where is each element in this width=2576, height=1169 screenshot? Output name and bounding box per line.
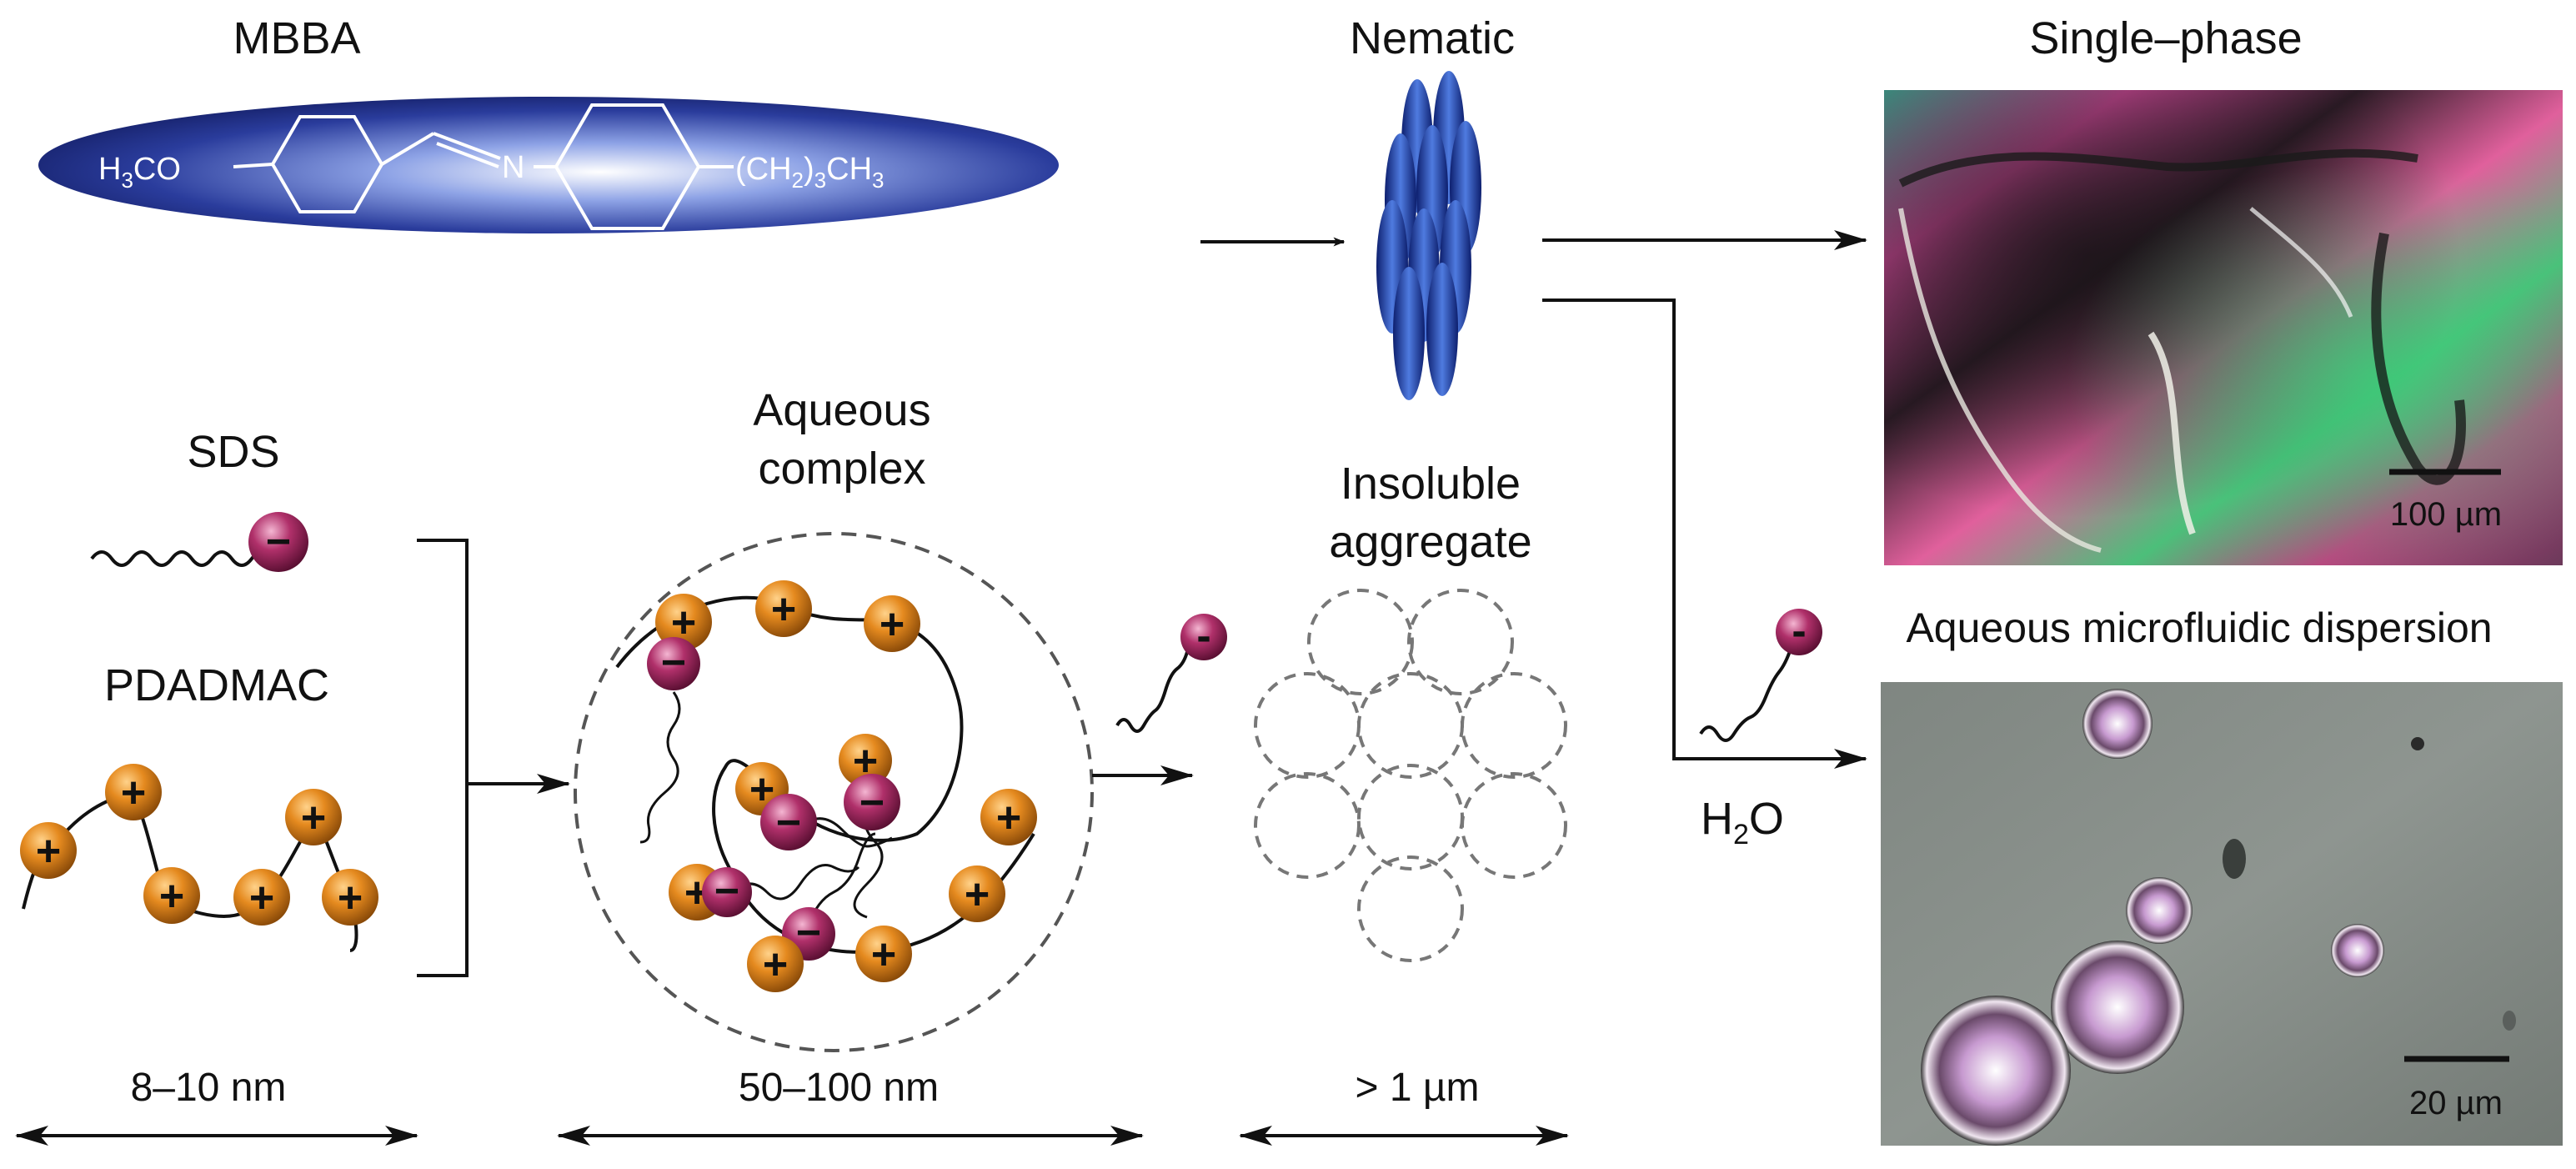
plus-bead: + xyxy=(949,865,1005,922)
sds-molecule: − xyxy=(90,512,308,572)
plus-bead: + xyxy=(20,822,77,879)
svg-text:+: + xyxy=(36,827,61,875)
svg-text:+: + xyxy=(301,794,326,842)
svg-text:+: + xyxy=(871,931,896,979)
svg-text:+: + xyxy=(771,585,796,634)
svg-text:+: + xyxy=(763,941,788,989)
svg-text:−: − xyxy=(776,799,801,847)
butyl-group: (CH2)3CH3 xyxy=(735,152,885,193)
mbba-label: MBBA xyxy=(233,13,360,63)
bond-line xyxy=(233,163,273,168)
minus-head: − xyxy=(702,867,752,917)
svg-text:+: + xyxy=(996,794,1021,842)
plus-bead: + xyxy=(233,869,290,926)
arrow-to-dispersion xyxy=(1542,299,1867,769)
complex-boundary xyxy=(574,532,1094,1052)
svg-text:+: + xyxy=(965,870,990,919)
plus-bead: + xyxy=(747,936,804,992)
aqueous-complex: + − + + + + − − + − − + + + + xyxy=(574,532,1094,1052)
insoluble-label-1: Insoluble xyxy=(1341,459,1521,509)
aqueous-label-1: Aqueous xyxy=(753,385,930,435)
svg-text:−: − xyxy=(661,639,686,687)
svg-text:−: − xyxy=(714,867,739,916)
nitrogen-atom: N xyxy=(502,150,524,185)
pdadmac-polymer: + + + + + + xyxy=(20,764,378,952)
plus-bead: + xyxy=(755,580,812,637)
plus-bead: + xyxy=(855,926,912,982)
single-phase-label: Single–phase xyxy=(2029,13,2302,63)
methoxy-group: H3CO xyxy=(98,152,181,193)
minus-head: − xyxy=(844,774,900,830)
plus-bead: + xyxy=(322,869,378,926)
water-label: H2O xyxy=(1701,794,1784,850)
scale-bar-bottom: 20 µm xyxy=(2409,1085,2503,1121)
svg-text:−: − xyxy=(860,779,885,827)
svg-text:+: + xyxy=(880,600,905,649)
single-phase-micrograph: 100 µm xyxy=(1884,90,2563,565)
scale-bar-top: 100 µm xyxy=(2390,496,2502,533)
nematic-label: Nematic xyxy=(1350,13,1515,63)
plus-bead: + xyxy=(105,764,162,820)
insoluble-aggregate xyxy=(1254,589,1567,962)
bond-line xyxy=(433,132,501,160)
svg-text:+: + xyxy=(159,872,184,921)
sds-molecule-right: - xyxy=(1699,607,1822,742)
plus-bead: + xyxy=(143,867,200,924)
svg-text:-: - xyxy=(1792,607,1806,655)
combine-bracket xyxy=(417,539,469,977)
svg-text:−: − xyxy=(266,518,291,566)
svg-text:-: - xyxy=(1196,612,1210,660)
minus-head: − xyxy=(647,637,700,690)
insoluble-label-2: aggregate xyxy=(1329,517,1531,567)
minus-head: − xyxy=(760,794,817,850)
sds-molecule-middle: - xyxy=(1115,612,1227,733)
nematic-rods xyxy=(1376,71,1481,400)
dispersion-micrograph: 20 µm xyxy=(1881,682,2563,1146)
size-range-polymer: 8–10 nm xyxy=(131,1066,287,1110)
size-range-aggregate: > 1 µm xyxy=(1355,1066,1479,1110)
bond-line xyxy=(436,142,499,168)
mbba-molecule: H3CO N (CH2)3CH3 xyxy=(38,97,1059,233)
plus-bead: + xyxy=(980,789,1037,845)
pdadmac-label: PDADMAC xyxy=(104,660,329,710)
svg-text:+: + xyxy=(249,874,274,922)
svg-text:+: + xyxy=(338,874,363,922)
aqueous-label-2: complex xyxy=(758,444,925,494)
dispersion-label: Aqueous microfluidic dispersion xyxy=(1906,605,2492,651)
size-range-complex: 50–100 nm xyxy=(739,1066,939,1110)
svg-text:−: − xyxy=(796,909,821,957)
plus-bead: + xyxy=(285,789,342,845)
bond-line xyxy=(380,132,435,166)
plus-bead: + xyxy=(864,595,920,652)
svg-text:+: + xyxy=(121,769,146,817)
sds-label: SDS xyxy=(187,427,279,477)
